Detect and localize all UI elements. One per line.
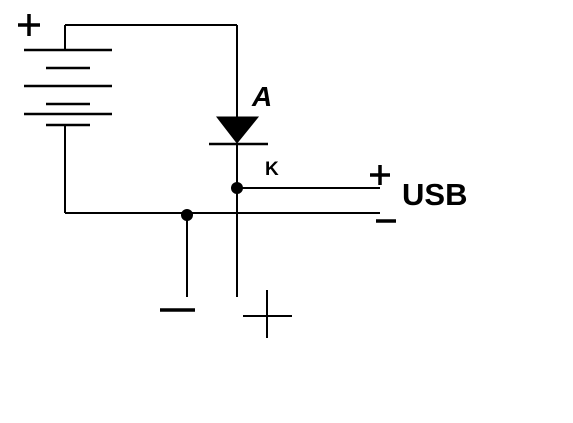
circuit-wires xyxy=(64,24,380,297)
usb-positive-sign xyxy=(370,165,390,185)
diode-symbol xyxy=(209,116,268,146)
output-positive-sign xyxy=(243,290,292,338)
cathode-label: K xyxy=(265,159,279,180)
usb-label: USB xyxy=(402,177,467,212)
junction-node-cathode xyxy=(231,182,243,194)
battery-positive-sign xyxy=(18,14,40,36)
junction-node-ground xyxy=(181,209,193,221)
anode-label: A xyxy=(251,81,272,112)
battery-symbol xyxy=(24,48,112,127)
